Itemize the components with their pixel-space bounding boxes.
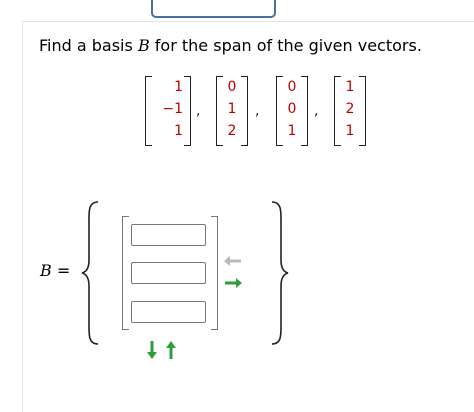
answer-matrix [122, 216, 218, 330]
vector-entry: 1 [174, 79, 183, 95]
basis-entry-field-1[interactable] [131, 224, 206, 246]
prompt-text: Find a basis [39, 36, 133, 55]
vector-entry: 1 [345, 79, 355, 95]
vector-separator: , [314, 103, 319, 119]
question-prompt: Find a basis B for the span of the given… [39, 36, 422, 55]
vector-separator: , [196, 103, 201, 119]
vector-entry: 0 [227, 79, 237, 95]
vector-entry: 1 [227, 101, 237, 117]
right-brace [271, 201, 289, 345]
given-vector-4: 1 2 1 [334, 76, 366, 146]
vector-entry: 1 [287, 123, 297, 139]
divider [22, 21, 23, 412]
basis-entry-field-3[interactable] [131, 301, 206, 323]
divider [22, 21, 474, 22]
given-vector-3: 0 0 1 [276, 76, 308, 146]
vector-entry: 2 [227, 123, 237, 139]
left-brace [81, 201, 99, 345]
vector-separator: , [255, 103, 260, 119]
previous-answer-field[interactable] [151, 0, 276, 18]
basis-label: B = [40, 261, 70, 280]
given-vector-1: 1 −1 1 [145, 76, 191, 146]
vector-entry: 1 [174, 123, 183, 139]
basis-symbol: B [137, 36, 150, 55]
prompt-text: for the span of the given vectors. [154, 36, 422, 55]
vector-entry: 0 [287, 101, 297, 117]
vector-entry: −1 [162, 101, 183, 117]
arrow-right-icon[interactable] [223, 277, 243, 289]
vector-entry: 2 [345, 101, 355, 117]
basis-entry-field-2[interactable] [131, 262, 206, 284]
vector-entry: 1 [345, 123, 355, 139]
arrow-up-icon[interactable] [165, 340, 177, 360]
basis-symbol: B [40, 261, 52, 280]
given-vector-2: 0 1 2 [216, 76, 248, 146]
equals-sign: = [56, 261, 71, 280]
vector-entry: 0 [287, 79, 297, 95]
arrow-down-icon[interactable] [146, 340, 158, 360]
arrow-left-icon[interactable] [223, 255, 243, 267]
